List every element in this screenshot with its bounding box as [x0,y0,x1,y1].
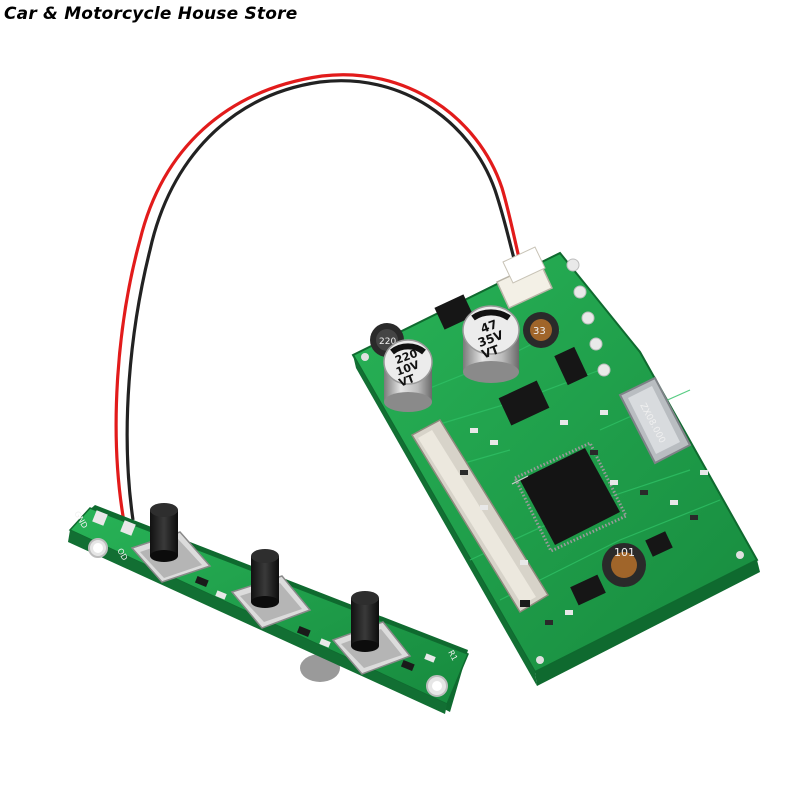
r1-label: R1 [446,649,459,663]
ic-small [570,574,606,606]
inductor-low: 101 [602,543,646,587]
wire-red [114,73,522,523]
ic-regulator [434,294,474,330]
pad [573,285,587,299]
button-board: GND OD [68,503,469,714]
crystal-oscillator: ZX08.000 [618,376,692,465]
pad [566,258,580,272]
capacitor-left: 220 10V VT [383,339,433,412]
smd-passives [460,410,708,625]
tactile-button-1 [130,503,212,583]
mount-hole [736,551,744,559]
store-title: Car & Motorcycle House Store [4,4,298,24]
pad [581,311,595,325]
ic-small [498,380,550,426]
wire-pad-vout [120,520,136,536]
svg-text:220: 220 [379,337,396,347]
cable [114,73,522,523]
wire-pad-gnd [92,510,108,526]
tactile-button-3 [331,591,412,675]
pad [597,363,611,377]
svg-text:47: 47 [479,317,499,336]
wire-black [125,79,517,521]
ic-small [645,531,673,557]
capacitor-right: 47 35V VT [462,305,520,383]
jst-connector [496,246,553,309]
svg-text:33: 33 [533,326,546,337]
pad [589,337,603,351]
smd-resistors [194,575,436,671]
ic-small [554,346,588,386]
main-board: ZX08.000 220 33 101 220 10V VT [351,246,760,686]
svg-text:VT: VT [397,372,417,390]
mount-hole [536,656,544,664]
tactile-button-2 [230,549,312,629]
svg-text:101: 101 [614,546,635,559]
inductor-right: 33 [523,312,559,348]
svg-text:VT: VT [480,342,502,361]
main-chip [511,441,629,553]
mount-hole [361,353,369,361]
